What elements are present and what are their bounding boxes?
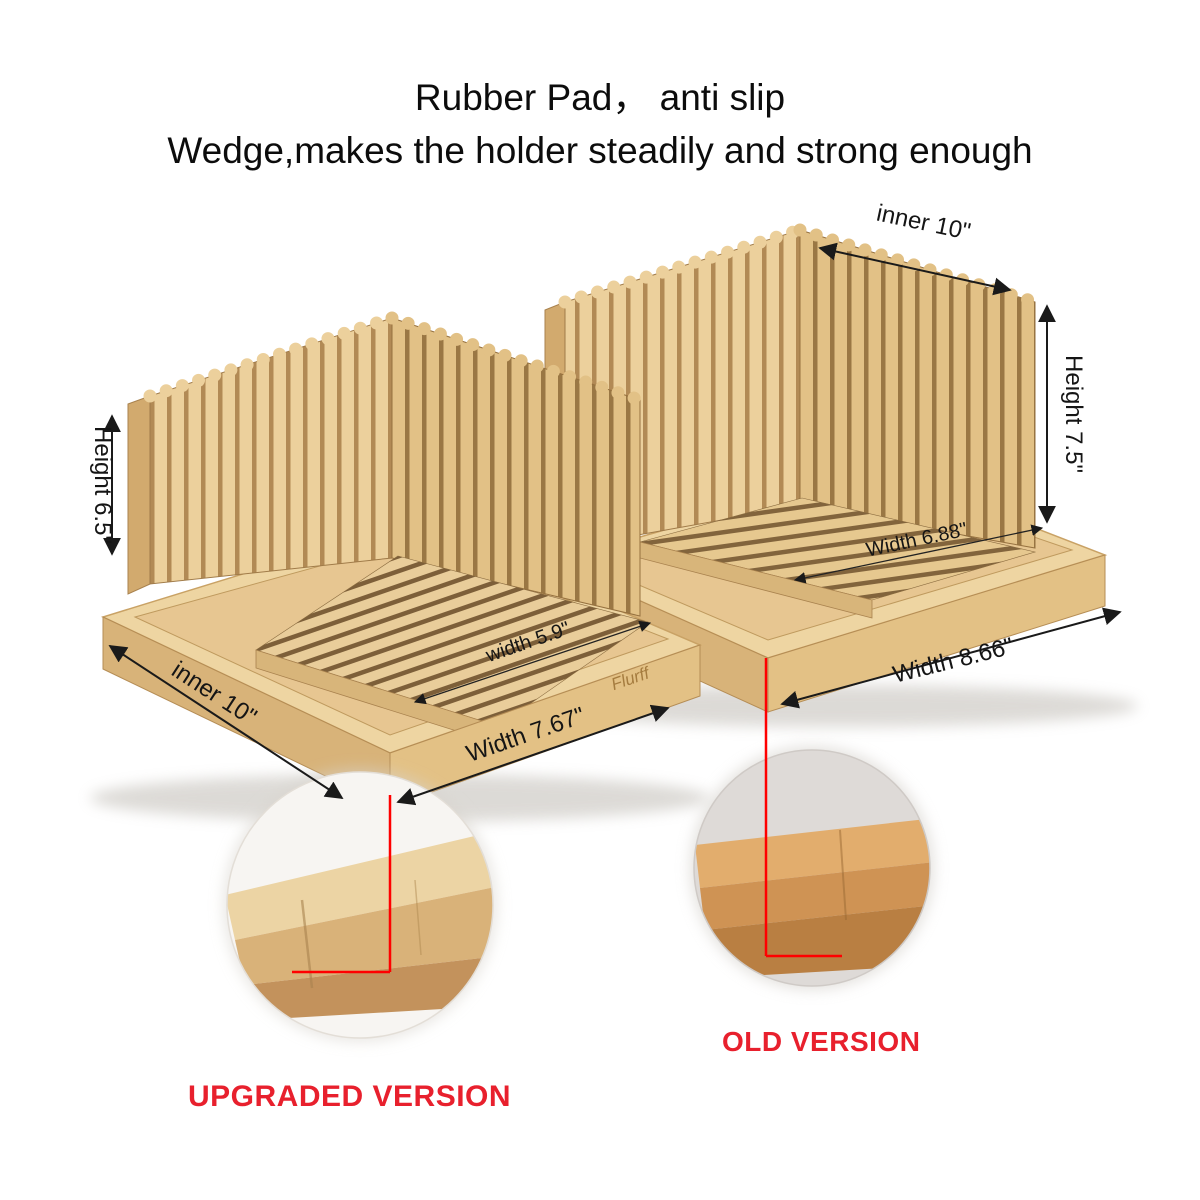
red-callout-left <box>292 795 392 974</box>
right-inner-label: inner 10" <box>874 200 973 246</box>
right-tray-width-arrow <box>793 524 1044 584</box>
left-base-width-arrow <box>396 704 670 806</box>
zoom-right-wood-top-face <box>695 818 930 888</box>
zoom-inset-right <box>690 746 934 990</box>
red-callout-right <box>764 658 842 958</box>
right-base-width-arrow <box>780 607 1122 709</box>
left-slicer-front-edge-slat <box>127 395 151 595</box>
headline-line-2: Wedge,makes the holder steadily and stro… <box>167 129 1033 171</box>
right-slicer-right-comb <box>799 229 1036 549</box>
zoom-inset-left-rim <box>226 771 494 1039</box>
old-version-label: OLD VERSION <box>722 1026 921 1057</box>
zoom-right-wood-mid-face <box>700 862 930 930</box>
zoom-inset-left <box>223 768 497 1042</box>
left-slicer: Flurff <box>100 311 703 808</box>
zoom-left-wood-front-face <box>235 885 493 985</box>
upgraded-version-label: UPGRADED VERSION <box>188 1080 512 1113</box>
zoom-right-wood-grain <box>839 829 847 921</box>
zoom-left-wood-top-face <box>227 830 493 940</box>
left-inner-arrow <box>108 645 344 799</box>
headline-line-1: Rubber Pad， anti slip <box>414 77 786 118</box>
zoom-left-wood-grain <box>300 899 314 989</box>
zoom-inset-right-rim <box>693 749 931 987</box>
headline: Rubber Pad， anti slip Wedge,makes the ho… <box>0 72 1200 177</box>
zoom-left-wood-grain-2 <box>414 879 422 956</box>
left-slicer-right-comb-tops <box>385 311 647 407</box>
zoom-left-wood-bottom-edge <box>245 955 493 1020</box>
right-height-label: Height 7.5" <box>1060 355 1087 473</box>
zoom-right-wood-front-face <box>705 905 930 978</box>
left-height-label: Height 6.5" <box>89 426 116 544</box>
right-inner-arrow <box>818 242 1012 296</box>
left-tray-width-arrow <box>413 620 652 705</box>
right-slicer-left-comb-tops <box>558 223 807 309</box>
left-slicer-left-comb <box>149 317 393 585</box>
